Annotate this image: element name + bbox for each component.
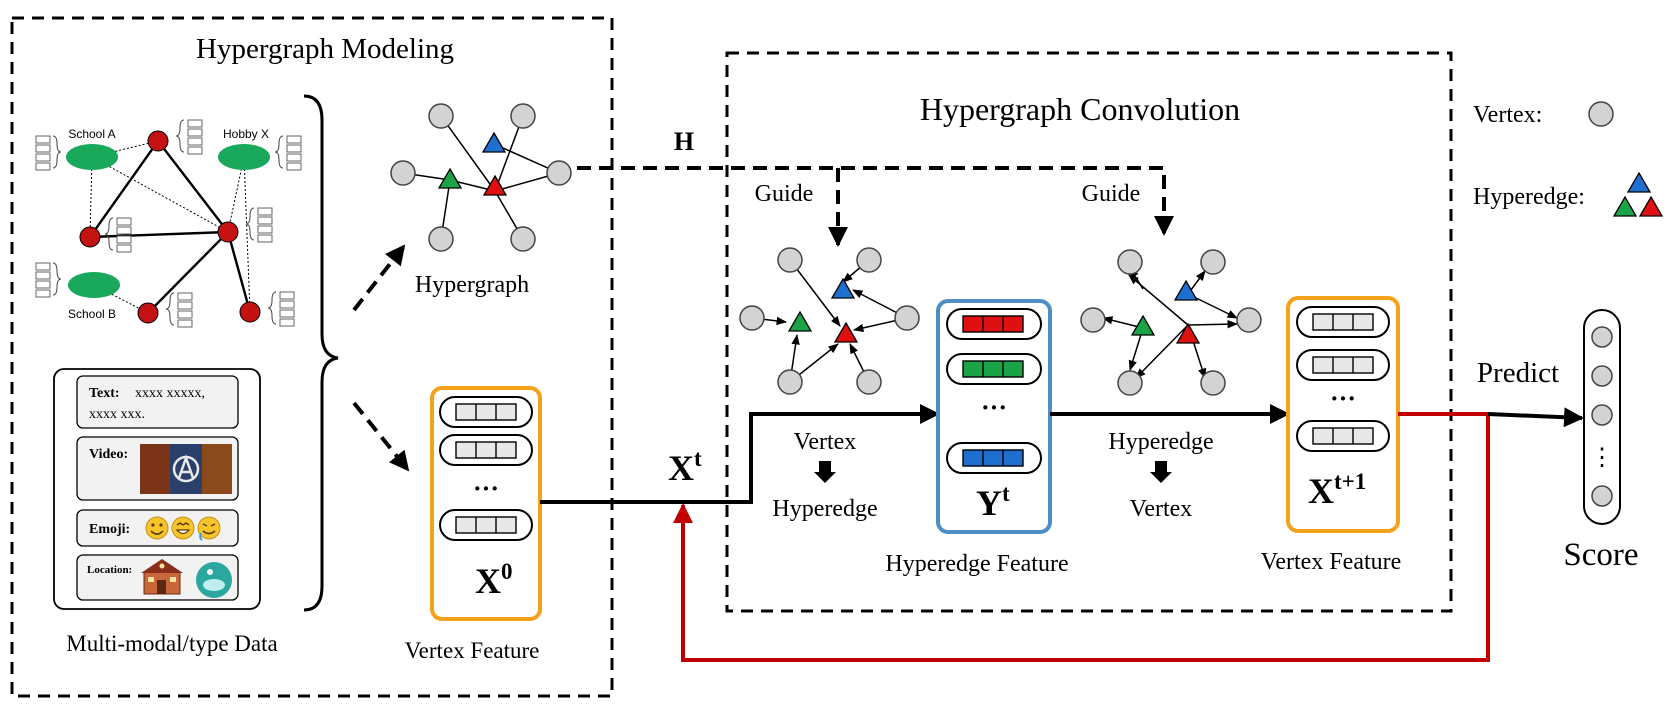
user-node [147, 130, 169, 152]
xt-flow-line [540, 404, 940, 504]
convolution-title: Hypergraph Convolution [920, 91, 1240, 127]
emoji-icons [145, 516, 221, 541]
user-node [79, 226, 101, 248]
social-graph: School A Hobby X School B [35, 119, 302, 328]
yt-symbol: Yt [976, 481, 1010, 523]
school-building-icon [141, 559, 183, 595]
multimodal-caption: Multi-modal/type Data [66, 631, 277, 656]
user-node [137, 302, 159, 324]
school-b-label: School B [68, 307, 116, 321]
feedback-loop-arrow [673, 412, 1490, 662]
multimodal-data-box: Text: xxxx xxxxx, xxxx xxx. Video: Emoji… [53, 368, 278, 656]
predict-label: Predict [1477, 357, 1559, 389]
x0-ellipsis: ··· [473, 474, 499, 503]
x0-caption: Vertex Feature [405, 638, 540, 663]
video-thumbnail [140, 444, 232, 494]
predict-arrow [1487, 407, 1584, 428]
user-node [239, 301, 261, 323]
xt1-symbol: Xt+1 [1308, 469, 1366, 511]
legend-vertex-label: Vertex: [1473, 102, 1542, 128]
guide-label-1: Guide [755, 181, 814, 207]
xt1-ellipsis: ··· [1330, 384, 1356, 413]
location-item-label: Location: [87, 564, 132, 576]
x0-feature-block: ··· X0 [430, 386, 542, 621]
modeling-title: Hypergraph Modeling [196, 33, 454, 65]
hobby-x-node [218, 144, 270, 170]
hyperedge-to-vertex-graph [1080, 249, 1262, 396]
hypergraph-graph [390, 103, 572, 252]
hobby-x-label: Hobby X [223, 127, 269, 141]
legend: Vertex: Hyperedge: [1473, 101, 1663, 217]
stage1-to: Hyperedge [772, 496, 877, 522]
stage1-down-arrow [814, 461, 836, 483]
text-item-value: xxxx xxxxx, [135, 386, 205, 401]
school-a-node [66, 144, 118, 170]
guide-label-2: Guide [1082, 181, 1141, 207]
stage1-from: Vertex [794, 429, 857, 455]
text-item-value: xxxx xxx. [89, 407, 145, 422]
video-item-label: Video: [89, 447, 128, 462]
stage2-down-arrow [1150, 461, 1172, 483]
school-b-node [68, 272, 120, 298]
yt-caption: Hyperedge Feature [885, 551, 1068, 577]
modeling-panel [10, 16, 614, 698]
to-hypergraph-arrow [352, 244, 406, 312]
incidence-matrix-label: H [674, 127, 694, 156]
user-node [217, 221, 239, 243]
school-a-label: School A [68, 127, 115, 141]
stage2-from: Hyperedge [1108, 429, 1213, 455]
xt1-caption: Vertex Feature [1261, 549, 1402, 575]
yt-ellipsis: ··· [981, 393, 1007, 422]
score-vdots: ⋮ [1590, 445, 1614, 471]
legend-hyperedge-label: Hyperedge: [1473, 184, 1585, 210]
hypergraph-label: Hypergraph [415, 272, 529, 298]
xt-symbol: Xt [668, 446, 702, 488]
vertex-to-hyperedge-graph [739, 247, 920, 395]
text-item-label: Text: [89, 386, 120, 401]
lake-location-icon [196, 562, 232, 598]
convolution-panel [725, 51, 1453, 613]
stage2-to: Vertex [1130, 496, 1193, 522]
emoji-item-label: Emoji: [89, 522, 130, 537]
score-label: Score [1563, 537, 1638, 573]
x0-symbol: X0 [475, 559, 513, 601]
to-vertex-feature-arrow [352, 401, 410, 472]
xt1-feature-block: ··· Xt+1 [1286, 296, 1400, 533]
grouping-brace [303, 94, 339, 612]
incidence-guide-line [577, 166, 1174, 236]
score-output: ⋮ [1583, 309, 1621, 525]
text-item [76, 375, 239, 429]
yt-feature-block: ··· Yt [936, 299, 1052, 534]
